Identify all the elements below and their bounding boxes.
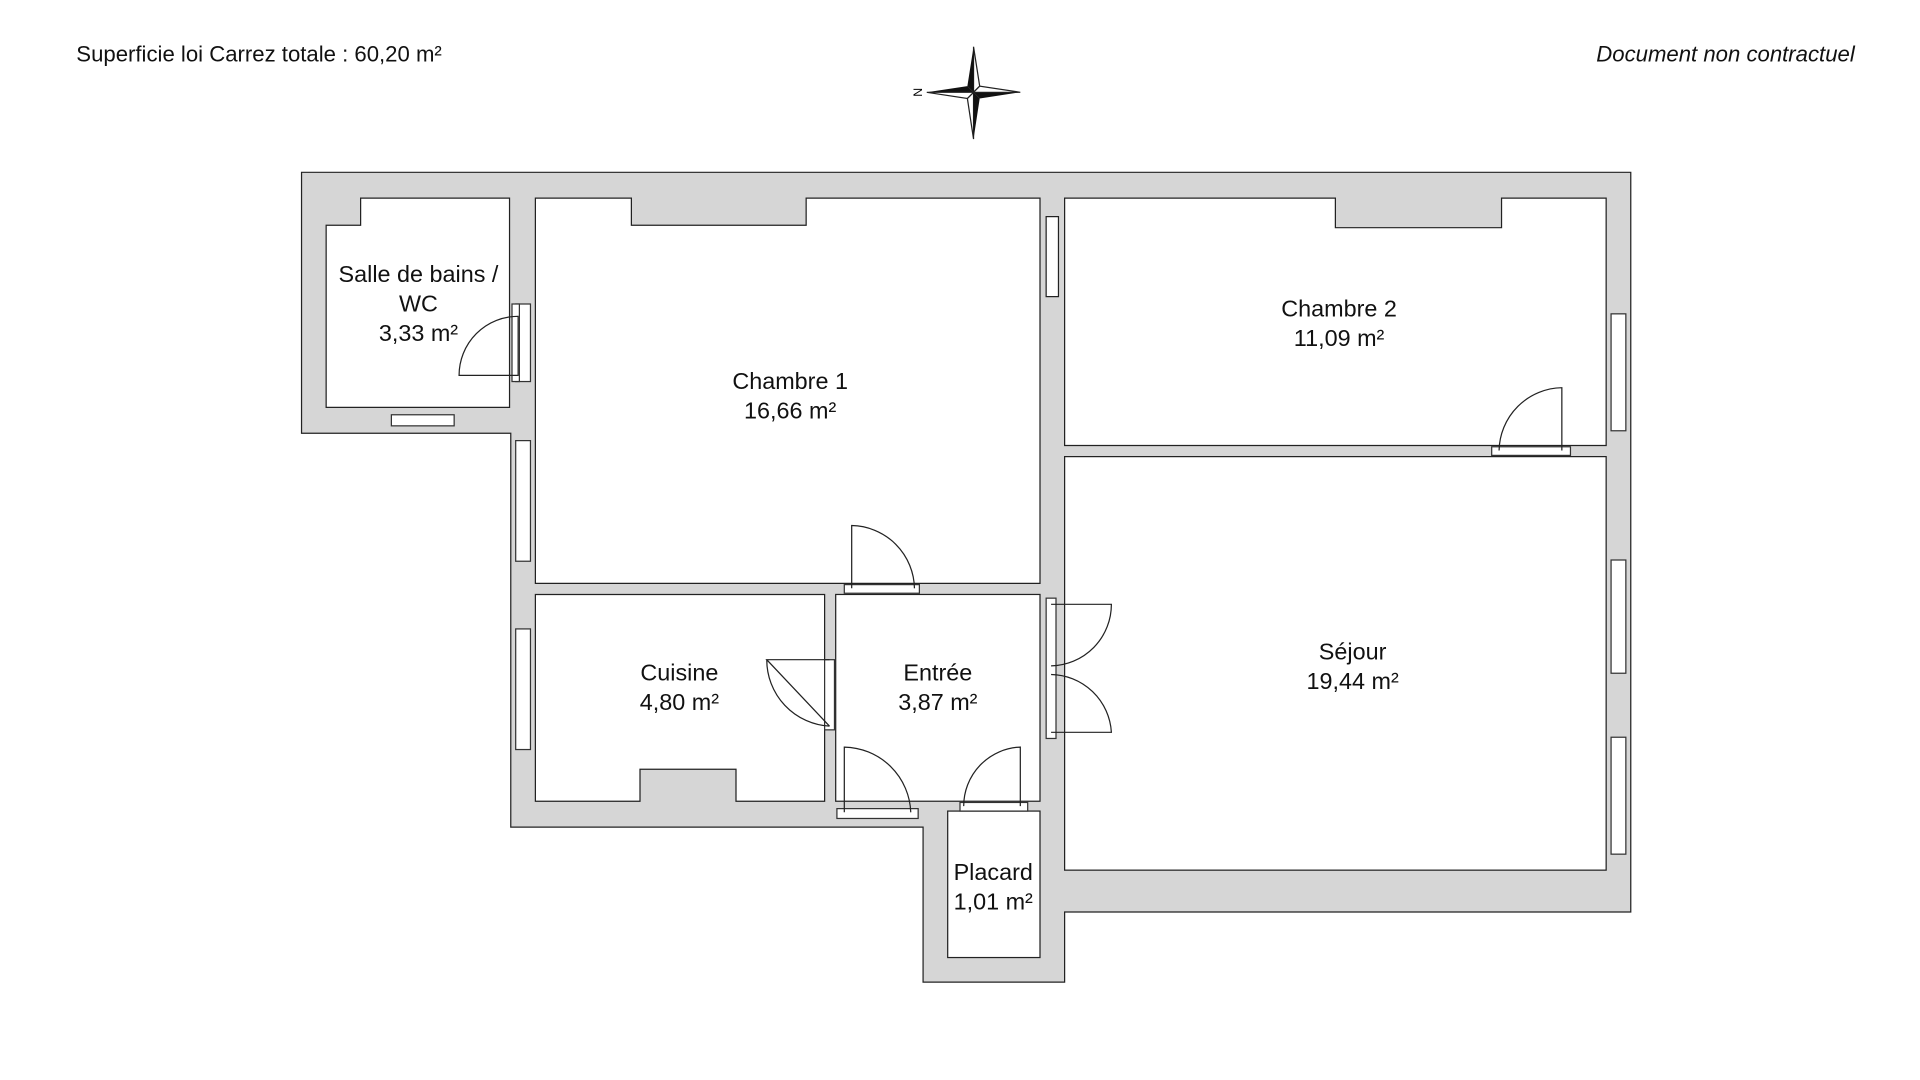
room-bedroom-1 [534, 197, 1041, 584]
room-area: 16,66 m² [744, 397, 836, 423]
total-area-label: Superficie loi Carrez totale : 60,20 m² [76, 42, 441, 67]
room-name: Chambre 2 [1281, 295, 1397, 321]
room-bedroom-2 [1064, 197, 1607, 447]
room-bathroom [325, 197, 511, 408]
room-name: Cuisine [640, 660, 718, 686]
compass-icon: N [911, 46, 1021, 140]
room-area: 4,80 m² [640, 689, 719, 715]
room-entrance [835, 593, 1041, 802]
room-name: Séjour [1319, 639, 1387, 665]
room-closet [947, 810, 1041, 959]
room-name: Entrée [903, 660, 972, 686]
room-area: 11,09 m² [1294, 325, 1385, 351]
duct [1045, 216, 1060, 298]
room-name: WC [399, 290, 438, 316]
room-labels: Salle de bains / WC 3,33 m² Chambre 1 16… [339, 261, 1399, 915]
room-living [1064, 456, 1607, 871]
room-name: Placard [954, 859, 1033, 885]
room-area: 19,44 m² [1306, 668, 1398, 694]
room-area: 3,87 m² [898, 689, 977, 715]
room-name: Chambre 1 [732, 368, 848, 394]
room-area: 1,01 m² [954, 889, 1033, 915]
doors [458, 303, 1572, 820]
compass-north-label: N [911, 88, 925, 97]
room-name: Salle de bains / [339, 261, 499, 287]
disclaimer-label: Document non contractuel [1596, 42, 1856, 67]
windows [390, 303, 1627, 855]
room-area: 3,33 m² [379, 320, 458, 346]
